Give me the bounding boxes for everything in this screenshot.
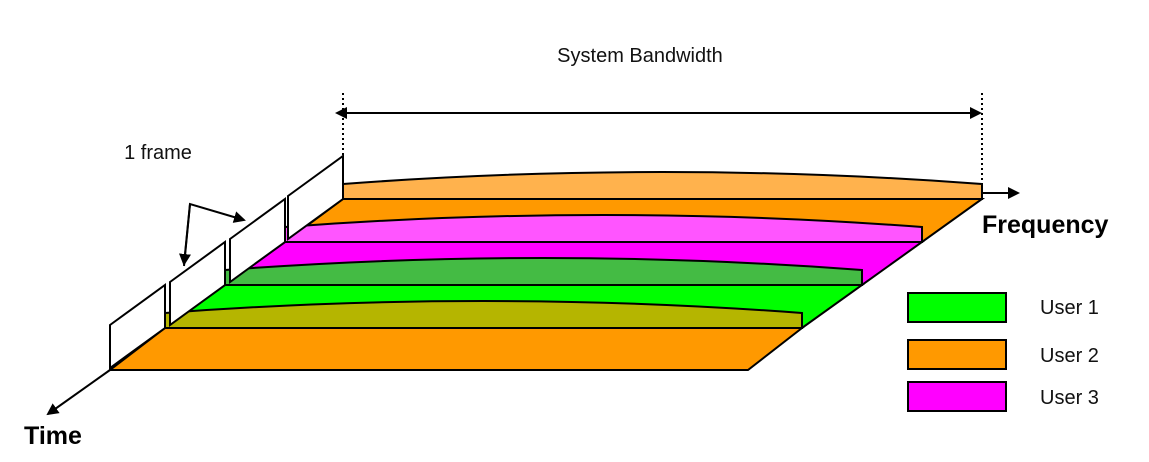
curved-top-user2-back [342,171,983,200]
time-axis-label: Time [24,422,82,450]
frequency-axis-label: Frequency [982,211,1109,239]
legend: User 1 User 2 User 3 [907,292,1099,412]
legend-label-user1: User 1 [1040,297,1099,319]
frame-label: 1 frame [124,142,192,164]
legend-swatch-user2 [907,339,1007,370]
curved-top-user1 [224,257,863,286]
curved-top-user3 [284,214,923,243]
frame-boxes [109,154,344,370]
curved-top-olive [164,300,803,329]
frame-box-3 [229,197,286,284]
legend-swatch-user1 [907,292,1007,323]
frame-box-1 [109,283,166,370]
band-row-user2-bottom [107,327,805,371]
frame-pointer [179,202,246,267]
time-axis-arrow [46,369,111,416]
system-bandwidth-label: System Bandwidth [557,45,723,67]
legend-label-user3: User 3 [1040,387,1099,409]
frame-box-2 [169,240,226,327]
legend-label-user2: User 2 [1040,345,1099,367]
frame-box-4 [287,154,344,241]
legend-swatch-user3 [907,381,1007,412]
